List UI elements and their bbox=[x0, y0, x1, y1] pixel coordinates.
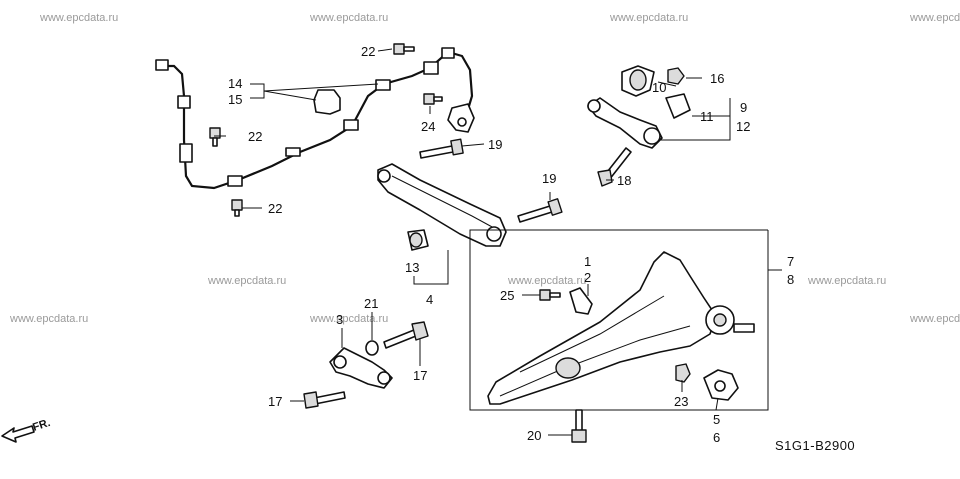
wire-clip bbox=[423, 61, 439, 75]
callout-16: 16 bbox=[710, 71, 724, 86]
bolt-24 bbox=[423, 93, 443, 105]
nut-23 bbox=[675, 363, 691, 383]
wire-clip bbox=[375, 79, 391, 91]
watermark: www.epcdata.ru bbox=[207, 275, 286, 287]
bushing-13-core bbox=[409, 232, 423, 248]
bolt-25 bbox=[539, 289, 561, 301]
wire-clip bbox=[285, 147, 301, 157]
sensor-wire-harness bbox=[155, 47, 474, 190]
arm-bushing bbox=[377, 169, 391, 183]
callout-1: 1 bbox=[584, 254, 591, 269]
trailing-arm-edge bbox=[499, 325, 691, 397]
lower-arm-3 bbox=[329, 347, 393, 389]
upper-arm-rib bbox=[391, 175, 495, 229]
callout-19: 19 bbox=[488, 137, 502, 152]
watermark: www.epcdata.ru bbox=[309, 12, 388, 24]
watermark: www.epcdata.ru bbox=[909, 313, 960, 325]
watermark: www.epcdata.ru bbox=[909, 12, 960, 24]
diagram-code: S1G1-B2900 bbox=[775, 438, 855, 453]
watermarks: www.epcdata.ru www.epcdata.ru www.epcdat… bbox=[9, 12, 960, 325]
callout-19: 19 bbox=[542, 171, 556, 186]
bolt-19-top bbox=[419, 138, 464, 159]
leader-lines bbox=[214, 48, 782, 436]
callout-24: 24 bbox=[421, 119, 435, 134]
trailing-arm bbox=[487, 251, 717, 405]
bolt-19-low bbox=[517, 198, 563, 223]
arm-bushing bbox=[587, 99, 601, 113]
bolt-22-low bbox=[231, 199, 243, 217]
watermark: www.epcdata.ru bbox=[609, 12, 688, 24]
wire-grommet bbox=[177, 95, 191, 109]
plate-hole bbox=[714, 380, 726, 392]
harness-bracket bbox=[313, 89, 341, 115]
bushing-10-core bbox=[629, 69, 647, 91]
front-label: FR. bbox=[31, 417, 52, 434]
wire-connector bbox=[155, 59, 169, 71]
callout-17: 17 bbox=[413, 368, 427, 383]
bushing-11 bbox=[665, 93, 691, 119]
watermark: www.epcdata.ru bbox=[9, 313, 88, 325]
trailing-arm-bushing bbox=[555, 357, 581, 379]
watermark: www.epcdata.ru bbox=[507, 275, 586, 287]
bolt-17-lower bbox=[303, 391, 346, 409]
callout-13: 13 bbox=[405, 260, 419, 275]
callout-22: 22 bbox=[268, 201, 282, 216]
callout-9: 9 bbox=[740, 100, 747, 115]
bracket-1-2 bbox=[569, 287, 593, 315]
callout-11: 11 bbox=[700, 109, 714, 124]
callout-15: 15 bbox=[228, 92, 242, 107]
callout-17: 17 bbox=[268, 394, 282, 409]
hub-center bbox=[713, 313, 727, 327]
callout-5: 5 bbox=[713, 412, 720, 427]
callout-8: 8 bbox=[787, 272, 794, 287]
callout-3: 3 bbox=[336, 312, 343, 327]
callout-23: 23 bbox=[674, 394, 688, 409]
callout-7: 7 bbox=[787, 254, 794, 269]
callout-10: 10 bbox=[652, 80, 666, 95]
wire-clip bbox=[343, 119, 359, 131]
washer-21 bbox=[365, 340, 379, 356]
watermark: www.epcdata.ru bbox=[309, 313, 388, 325]
arm-bushing bbox=[643, 127, 661, 145]
callout-21: 21 bbox=[364, 296, 378, 311]
front-direction-marker: FR. bbox=[1, 417, 52, 443]
callout-22: 22 bbox=[361, 44, 375, 59]
sensor-hole bbox=[457, 117, 467, 127]
wire-clip bbox=[441, 47, 455, 59]
wire-clip bbox=[179, 143, 193, 163]
trailing-arm-edge bbox=[519, 295, 665, 373]
watermark: www.epcdata.ru bbox=[807, 275, 886, 287]
callout-14: 14 bbox=[228, 76, 242, 91]
callout-22: 22 bbox=[248, 129, 262, 144]
bolt-18 bbox=[597, 147, 632, 187]
callout-20: 20 bbox=[527, 428, 541, 443]
callout-25: 25 bbox=[500, 288, 514, 303]
front-arrow-icon bbox=[1, 425, 35, 443]
callout-18: 18 bbox=[617, 173, 631, 188]
watermark: www.epcdata.ru bbox=[39, 12, 118, 24]
callout-12: 12 bbox=[736, 119, 750, 134]
bolt-17-upper bbox=[383, 321, 429, 349]
arm-bushing bbox=[377, 371, 391, 385]
bolt-22-top bbox=[393, 43, 415, 55]
nut-16 bbox=[667, 67, 685, 85]
hub-spindle bbox=[733, 323, 755, 333]
callout-2: 2 bbox=[584, 270, 591, 285]
callout-6: 6 bbox=[713, 430, 720, 445]
arm-bushing bbox=[486, 226, 502, 242]
bolt-20 bbox=[571, 409, 587, 443]
wire-clip bbox=[227, 175, 243, 187]
bolt-22-mid bbox=[209, 127, 221, 147]
arm-bushing bbox=[333, 355, 347, 369]
callout-4: 4 bbox=[426, 292, 433, 307]
